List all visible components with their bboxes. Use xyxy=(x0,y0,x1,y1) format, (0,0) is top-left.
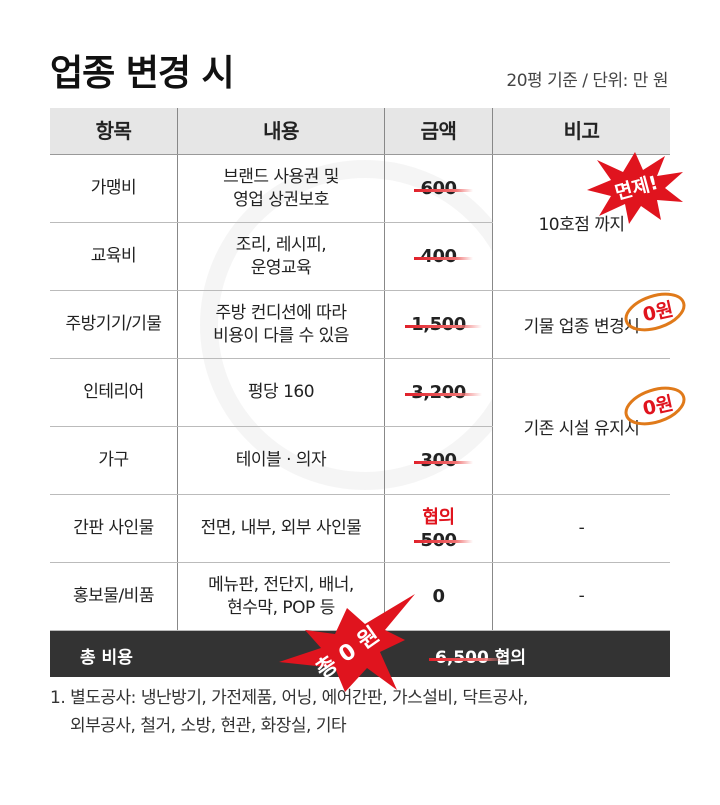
content-cell: 전면, 내부, 외부 사인물 xyxy=(178,495,385,562)
item-cell: 인테리어 xyxy=(50,359,178,426)
header-amount: 금액 xyxy=(385,108,493,154)
item-cell: 가맹비 xyxy=(50,155,178,222)
remark-cell: - xyxy=(578,586,585,606)
unit-label: 20평 기준 / 단위: 만 원 xyxy=(506,71,668,91)
footnote-line: 1. 별도공사: 냉난방기, 가전제품, 어닝, 에어간판, 가스설비, 닥트공… xyxy=(50,688,528,708)
amount-cell: 0 xyxy=(385,563,493,630)
total-value: 6,500 협의 xyxy=(429,648,526,668)
remark-franchise: 10호점 까지 xyxy=(493,155,670,291)
table-header: 항목 내용 금액 비고 xyxy=(50,108,670,155)
amount-cell: 300 xyxy=(385,427,493,494)
content-cell: 조리, 레시피,운영교육 xyxy=(178,223,385,290)
content-cell: 평당 160 xyxy=(178,359,385,426)
table-row: 홍보물/비품 메뉴판, 전단지, 배너,현수막, POP 등 0 - xyxy=(50,563,670,631)
content-cell: 메뉴판, 전단지, 배너,현수막, POP 등 xyxy=(178,563,385,630)
table-row: 가구 테이블 · 의자 300 xyxy=(50,427,670,495)
item-cell: 홍보물/비품 xyxy=(50,563,178,630)
total-bar: 총 비용 6,500 협의 xyxy=(50,631,670,677)
remark-cell: - xyxy=(578,518,585,538)
content-cell: 테이블 · 의자 xyxy=(178,427,385,494)
header-remark: 비고 xyxy=(563,118,600,143)
table-row: 인테리어 평당 160 3,200 xyxy=(50,359,670,427)
header-content: 내용 xyxy=(178,108,385,154)
item-cell: 가구 xyxy=(50,427,178,494)
remark-equipment: 기물 업종 변경시 xyxy=(493,291,670,359)
footnote: 1. 별도공사: 냉난방기, 가전제품, 어닝, 에어간판, 가스설비, 닥트공… xyxy=(50,684,528,740)
amount-note: 협의 xyxy=(422,506,455,528)
amount-cell: 600 xyxy=(385,155,493,222)
table-row: 교육비 조리, 레시피,운영교육 400 xyxy=(50,223,670,291)
page-title: 업종 변경 시 xyxy=(50,53,235,94)
header-item: 항목 xyxy=(50,108,178,154)
amount-cell: 400 xyxy=(385,223,493,290)
total-label: 총 비용 xyxy=(80,648,133,668)
item-cell: 간판 사인물 xyxy=(50,495,178,562)
remark-interior: 기존 시설 유지시 xyxy=(493,359,670,495)
amount-cell: 1,500 xyxy=(385,291,493,358)
footnote-line: 외부공사, 철거, 소방, 현관, 화장실, 기타 xyxy=(70,716,347,736)
item-cell: 주방기기/기물 xyxy=(50,291,178,358)
item-cell: 교육비 xyxy=(50,223,178,290)
amount-cell: 3,200 xyxy=(385,359,493,426)
